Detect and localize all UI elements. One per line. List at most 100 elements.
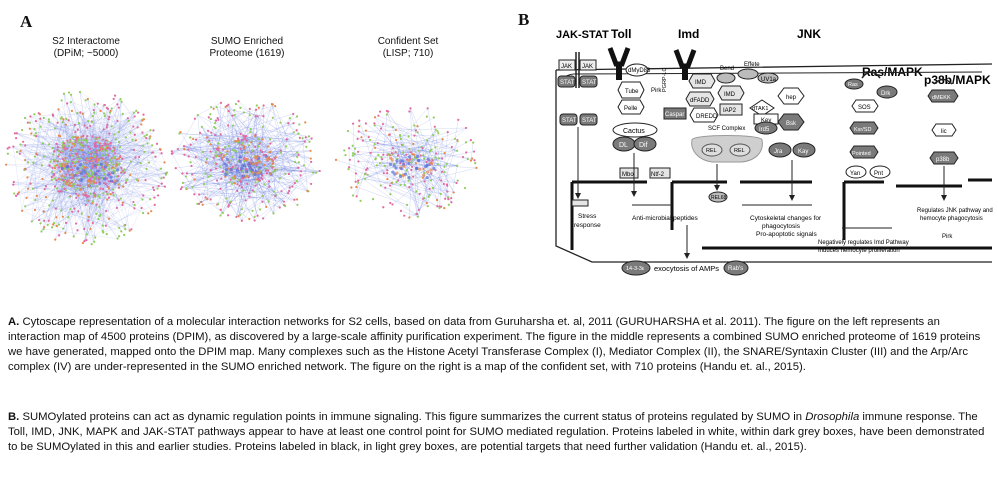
network-edge <box>238 171 251 217</box>
network-node <box>106 123 109 126</box>
network-node <box>386 171 389 175</box>
network-node <box>248 192 251 195</box>
network-node <box>74 131 77 134</box>
network-node <box>95 212 98 215</box>
network-hub-node <box>248 164 252 168</box>
network-node <box>346 129 350 133</box>
network-node <box>241 169 245 172</box>
network-edge <box>215 134 287 140</box>
network-node <box>106 107 110 110</box>
network-edge <box>234 148 241 179</box>
network-node <box>28 127 31 130</box>
network-edge <box>191 165 243 177</box>
network-node <box>423 197 426 200</box>
network-edge <box>92 119 109 202</box>
network-node <box>246 151 249 154</box>
network-edge <box>84 194 96 242</box>
network-node <box>266 169 270 172</box>
network-node <box>288 186 291 189</box>
stat-box <box>559 113 578 126</box>
network-node <box>86 199 89 202</box>
network-node <box>247 176 250 179</box>
network-edge <box>77 112 97 140</box>
network-edge <box>58 156 112 159</box>
network-edge <box>207 130 264 196</box>
network-node <box>73 144 76 147</box>
network-node <box>113 155 116 159</box>
network-edge <box>35 112 134 134</box>
network-node <box>242 111 245 114</box>
network-edge <box>103 199 151 233</box>
network-node <box>81 241 85 245</box>
network-edge <box>33 162 120 165</box>
network-edge <box>241 136 310 221</box>
network-node <box>262 104 265 107</box>
network-node <box>233 114 236 117</box>
network-node <box>379 127 383 130</box>
network-node <box>389 193 392 196</box>
network-edge <box>229 158 275 203</box>
network-node <box>300 170 303 173</box>
network-edge <box>370 152 392 184</box>
network-edge <box>20 144 88 198</box>
network-node <box>108 111 112 114</box>
network-node <box>272 212 275 215</box>
network-edge <box>40 118 65 169</box>
network-node <box>241 142 244 145</box>
node-uv1a <box>757 72 779 84</box>
network-node <box>101 149 104 153</box>
network-node <box>402 151 405 154</box>
network-hub-node <box>429 168 433 172</box>
network-node <box>204 161 208 164</box>
network-edge <box>236 159 252 217</box>
network-node <box>234 139 237 143</box>
network-node <box>110 161 113 164</box>
network-node <box>254 114 257 118</box>
node-label: Ird5 <box>759 127 770 133</box>
network-edge <box>268 178 281 202</box>
network-edge <box>443 141 458 185</box>
network-node <box>457 118 460 121</box>
network-edge <box>34 198 121 211</box>
network-edge <box>232 116 298 158</box>
network-node <box>142 194 145 197</box>
network-node <box>142 144 145 147</box>
network-node <box>151 144 154 147</box>
network-node <box>297 153 300 156</box>
network-node <box>16 192 19 196</box>
imd-receptor <box>673 49 697 69</box>
network-node <box>26 187 30 190</box>
node-label: STAT <box>560 80 575 86</box>
network-node <box>296 203 299 206</box>
network-edge <box>253 167 299 192</box>
network-edge <box>378 155 388 171</box>
network-node <box>108 167 111 170</box>
network-edge <box>273 139 288 214</box>
network-edge <box>413 143 429 197</box>
network-node <box>253 219 256 222</box>
network-edge <box>131 207 142 230</box>
network-edge <box>63 93 113 169</box>
network-node <box>268 150 272 153</box>
network-edge <box>444 185 448 199</box>
network-title-line: Proteome (1619) <box>209 48 285 59</box>
network-node <box>437 132 440 135</box>
network-node <box>231 114 234 117</box>
network-hub-node <box>239 166 244 171</box>
network-edge <box>54 99 121 187</box>
network-node <box>351 122 355 125</box>
network-edge <box>77 112 108 149</box>
network-edge <box>184 154 249 178</box>
network-edge <box>76 149 101 176</box>
network-node <box>240 176 244 179</box>
node-ksr <box>849 121 879 135</box>
network-edge <box>238 101 298 158</box>
node-label: Bsk <box>786 121 797 127</box>
network-node <box>54 164 57 168</box>
network-node <box>50 226 54 229</box>
network-edge <box>93 194 155 198</box>
network-node <box>353 152 356 156</box>
network-node <box>371 198 375 201</box>
network-node <box>174 167 177 170</box>
network-node <box>74 149 77 152</box>
